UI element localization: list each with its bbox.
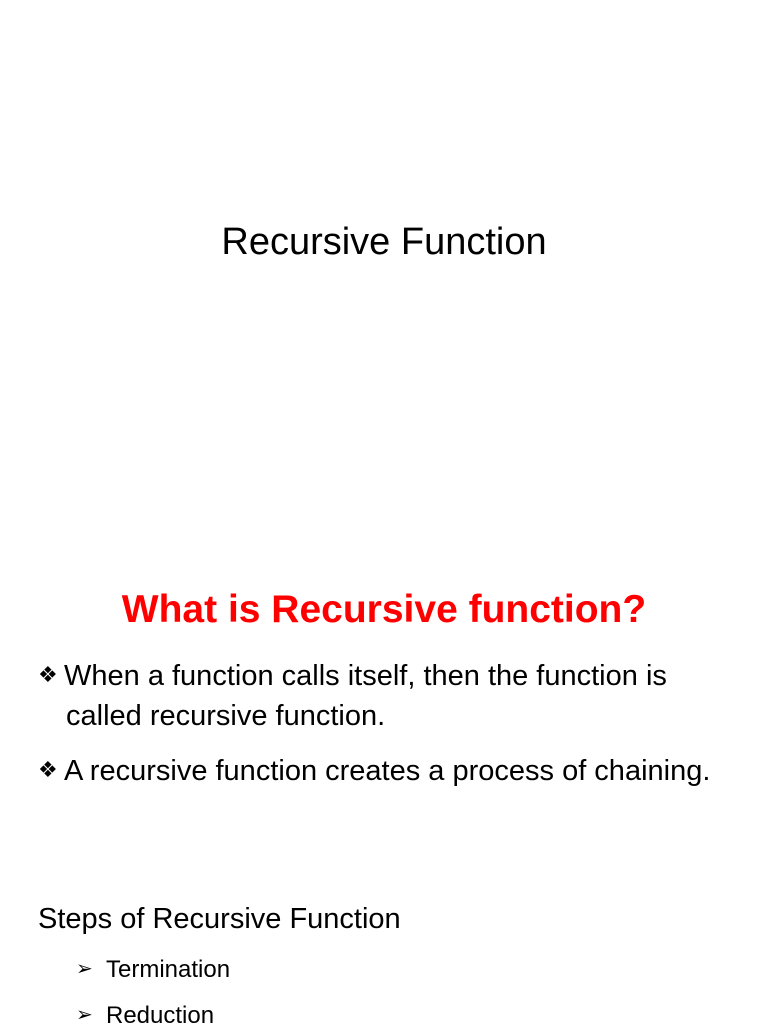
arrow-bullet-icon: ➢ — [76, 958, 93, 980]
bullet-item: ❖When a function calls itself, then the … — [38, 655, 728, 736]
step-text: Reduction — [106, 1002, 215, 1024]
bullet-item: ❖A recursive function creates a process … — [38, 750, 728, 791]
bullet-text: A recursive function creates a process o… — [64, 755, 711, 787]
step-text: Termination — [106, 956, 231, 983]
bullet-text: When a function calls itself, then the f… — [64, 660, 667, 732]
slide-heading: What is Recursive function? — [121, 588, 647, 631]
diamond-bullet-icon: ❖ — [38, 757, 58, 782]
slide-title: Recursive Function — [221, 221, 547, 263]
diamond-bullet-icon: ❖ — [38, 662, 58, 687]
step-item: ➢ Reduction — [76, 999, 214, 1024]
steps-title: Steps of Recursive Function — [38, 903, 401, 935]
arrow-bullet-icon: ➢ — [76, 1004, 93, 1024]
step-item: ➢ Termination — [76, 953, 230, 986]
